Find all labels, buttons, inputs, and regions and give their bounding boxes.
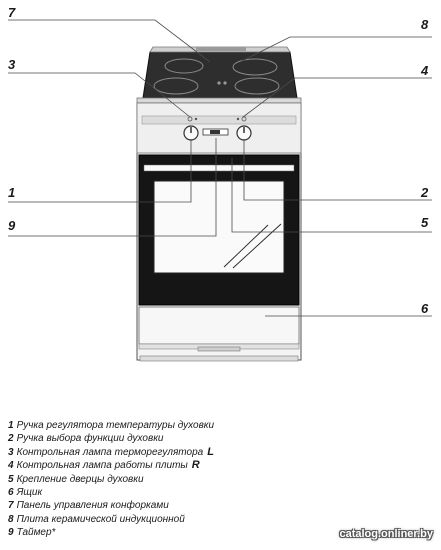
callout-5: 5 bbox=[421, 215, 429, 230]
leader-line-7 bbox=[8, 19, 211, 63]
leader-line-5 bbox=[231, 158, 432, 233]
watermark: catalog.onliner.by bbox=[339, 528, 433, 540]
cooking-zone-rear-right bbox=[232, 58, 278, 76]
callout-6: 6 bbox=[421, 301, 429, 316]
leader-line-4 bbox=[242, 77, 432, 118]
drawer-handle[interactable] bbox=[197, 346, 241, 352]
callout-7: 7 bbox=[8, 5, 16, 20]
leader-line-8 bbox=[239, 36, 432, 63]
callout-1: 1 bbox=[8, 185, 15, 200]
leader-line-2 bbox=[243, 139, 432, 201]
control-panel bbox=[136, 102, 302, 154]
oven-window bbox=[153, 180, 285, 274]
cooking-zone-front-right bbox=[234, 77, 280, 95]
leader-line-1 bbox=[8, 139, 192, 203]
timer-display[interactable] bbox=[202, 128, 229, 136]
hob-operation-lamp bbox=[236, 117, 240, 121]
oven-function-knob[interactable] bbox=[236, 125, 252, 141]
oven-temperature-knob[interactable] bbox=[183, 125, 199, 141]
callout-9: 9 bbox=[8, 218, 16, 233]
door-handle[interactable] bbox=[143, 164, 295, 172]
leader-lines bbox=[8, 19, 432, 317]
storage-drawer[interactable] bbox=[138, 306, 300, 352]
oven-door[interactable] bbox=[138, 154, 300, 306]
leader-line-3 bbox=[8, 72, 191, 118]
callout-4: 4 bbox=[420, 63, 429, 78]
cooking-zone-front-left bbox=[153, 77, 199, 95]
touch-control-dot bbox=[223, 81, 227, 85]
callout-2: 2 bbox=[420, 185, 429, 200]
plinth bbox=[139, 355, 299, 362]
callout-3: 3 bbox=[8, 57, 16, 72]
leader-line-9 bbox=[8, 138, 217, 237]
rear-vent bbox=[196, 47, 246, 51]
cooking-zone-rear-left bbox=[164, 58, 204, 74]
stove-diagram: 7 8 3 4 1 2 9 5 6 bbox=[8, 5, 432, 362]
stove-body bbox=[136, 97, 302, 362]
callout-8: 8 bbox=[421, 17, 429, 32]
touch-control-dot bbox=[217, 81, 221, 85]
ceramic-cooktop bbox=[142, 46, 298, 99]
